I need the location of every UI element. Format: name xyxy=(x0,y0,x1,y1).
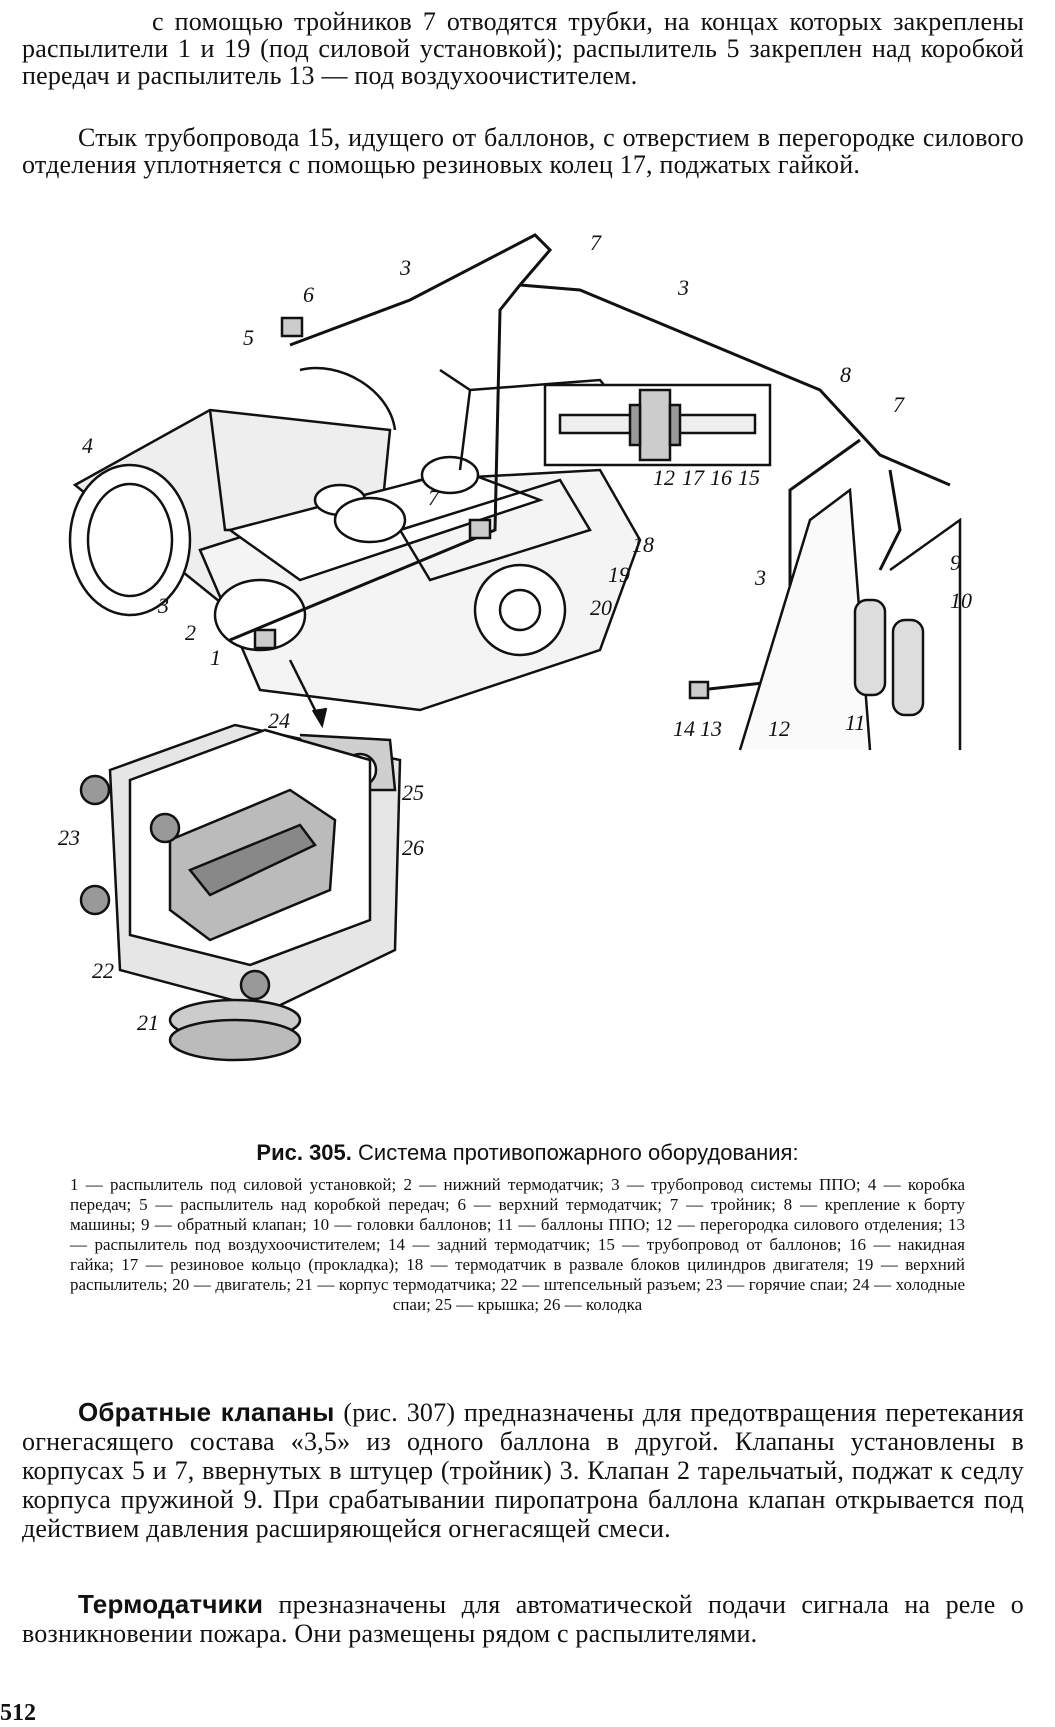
label-26: 26 xyxy=(402,835,424,860)
label-3a: 3 xyxy=(399,255,411,280)
label-20: 20 xyxy=(590,595,612,620)
term-thermosensors: Термодатчики xyxy=(78,1589,264,1619)
figure-legend: 1 — распылитель под силовой установкой; … xyxy=(70,1175,965,1314)
label-3d: 3 xyxy=(157,593,169,618)
label-5: 5 xyxy=(243,325,254,350)
label-1: 1 xyxy=(210,645,221,670)
label-7a: 7 xyxy=(590,230,602,255)
figure-title: Система противопожарного оборудования: xyxy=(358,1140,799,1165)
paragraph-3: Обратные клапаны (рис. 307) предназначен… xyxy=(22,1397,1025,1544)
fire-suppression-figure: 1 2 3 3 3 3 4 5 6 7 7 7 8 9 10 11 12 12 … xyxy=(58,230,972,1062)
label-6: 6 xyxy=(303,282,314,307)
label-10: 10 xyxy=(950,588,972,613)
label-7c: 7 xyxy=(428,485,440,510)
figure-number: Рис. 305. xyxy=(256,1140,352,1165)
page-number: 512 xyxy=(0,1700,36,1726)
label-7b: 7 xyxy=(893,392,905,417)
label-18: 18 xyxy=(632,532,654,557)
term-check-valves: Обратные клапаны xyxy=(78,1397,335,1427)
label-23: 23 xyxy=(58,825,80,850)
label-9: 9 xyxy=(950,550,961,575)
label-8: 8 xyxy=(840,362,851,387)
label-21: 21 xyxy=(137,1010,159,1035)
figure-caption: Рис. 305. Система противопожарного обору… xyxy=(0,1140,1055,1166)
label-2: 2 xyxy=(185,620,196,645)
label-15: 15 xyxy=(738,465,760,490)
label-13: 13 xyxy=(700,716,722,741)
paragraph-1: с помощью тройников 7 отводятся трубки, … xyxy=(22,7,1024,90)
paragraph-2: Стык трубопровода 15, идущего от баллоно… xyxy=(22,123,1024,179)
label-22: 22 xyxy=(92,958,114,983)
label-25: 25 xyxy=(402,780,424,805)
label-3c: 3 xyxy=(754,565,766,590)
label-24: 24 xyxy=(268,708,290,733)
label-14: 14 xyxy=(673,716,695,741)
label-12a: 12 xyxy=(653,465,675,490)
label-19: 19 xyxy=(608,562,630,587)
label-3b: 3 xyxy=(677,275,689,300)
label-17: 17 xyxy=(682,465,705,490)
label-16: 16 xyxy=(710,465,732,490)
label-11: 11 xyxy=(845,710,865,735)
paragraph-4: Термодатчики презназначены для автоматич… xyxy=(22,1589,1024,1649)
label-12b: 12 xyxy=(768,716,790,741)
label-4: 4 xyxy=(82,433,93,458)
